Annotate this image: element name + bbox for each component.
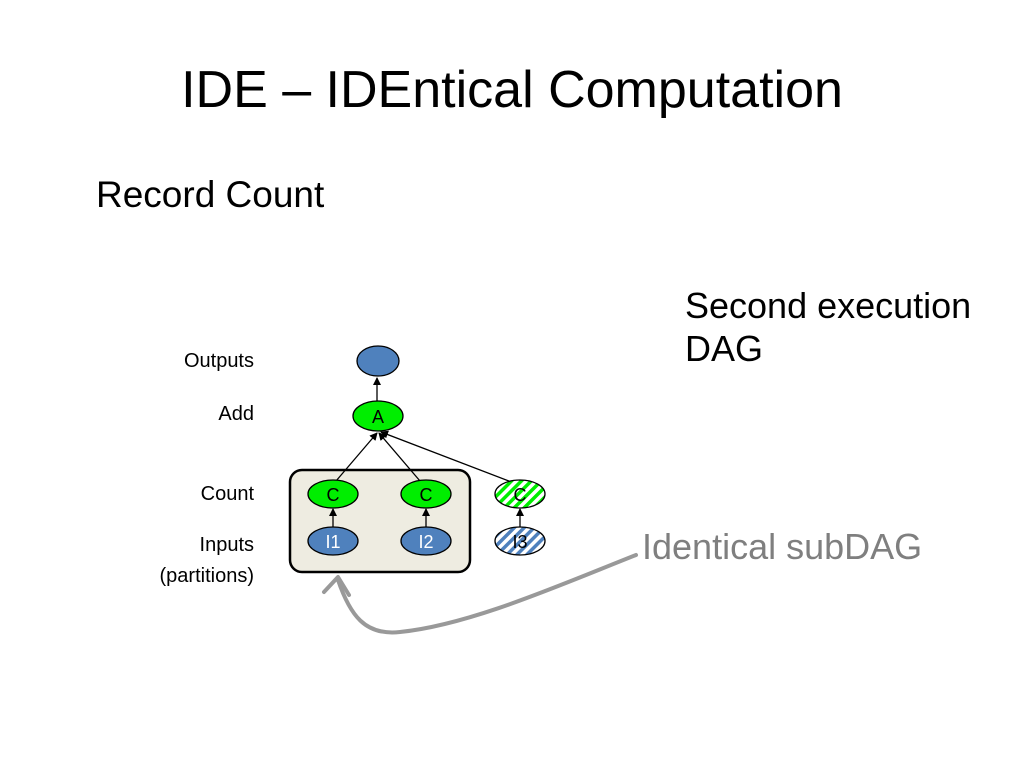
row-label-inputs-line-1: Inputs: [199, 534, 254, 556]
row-label-inputs-line-2: (partitions): [159, 565, 254, 587]
count-node-3-label: C: [514, 485, 527, 505]
identical-subdag-annotation: Identical subDAG: [642, 526, 923, 567]
count-node-1: [307, 479, 359, 509]
row-label-inputs: Inputs (partitions): [160, 530, 254, 592]
input-node-1-label: I1: [325, 532, 340, 552]
add-node-label: A: [372, 407, 384, 427]
input-node-3-label: I3: [512, 532, 527, 552]
edge-count1-to-add: [335, 432, 378, 482]
count-node-3-hatched: [494, 479, 546, 509]
output-node: [356, 345, 400, 377]
input-node-2: [400, 526, 452, 556]
add-node: [352, 400, 404, 432]
pointer-arrowhead: [322, 575, 351, 597]
count-node-2: [400, 479, 452, 509]
input-node-3-hatched: [494, 526, 546, 556]
edge-count3-to-add: [380, 430, 515, 484]
slide-title: IDE – IDEntical Computation: [181, 61, 843, 119]
row-label-count: Count: [200, 483, 254, 505]
slide-subtitle: Record Count: [96, 174, 325, 215]
count-node-1-label: C: [327, 485, 340, 505]
input-node-1: [307, 526, 359, 556]
pointer-arrow: [336, 553, 638, 635]
callout-line-1: Second execution: [685, 285, 972, 326]
row-label-add: Add: [218, 403, 254, 425]
callout-text: Second execution DAG: [685, 284, 971, 370]
callout-line-2: DAG: [685, 328, 764, 370]
input-node-2-label: I2: [418, 532, 433, 552]
count-node-2-label: C: [420, 485, 433, 505]
row-label-outputs: Outputs: [183, 350, 254, 372]
edge-count2-to-add: [378, 432, 421, 482]
